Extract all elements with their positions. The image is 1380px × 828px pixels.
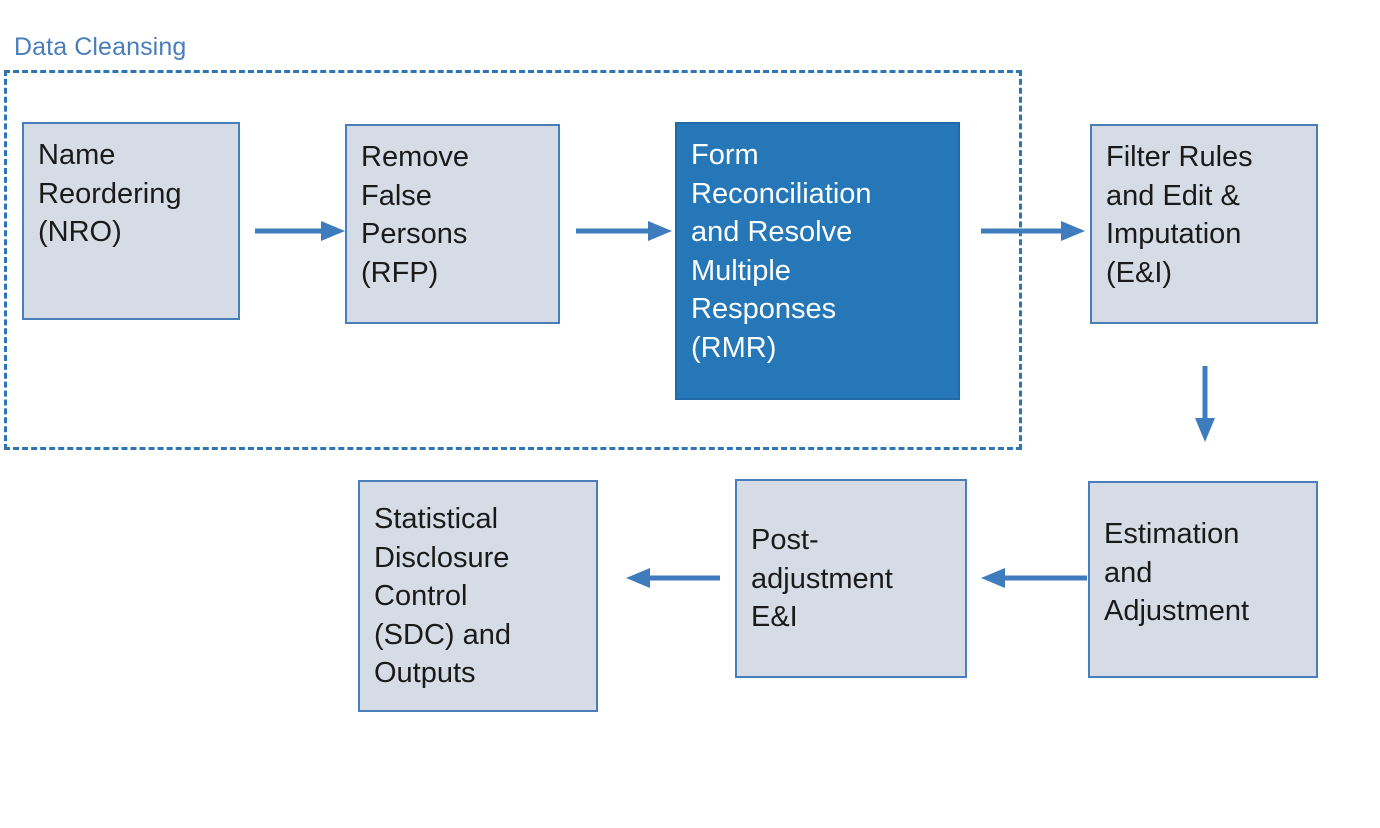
node-post-adjustment-ei[interactable]: Post- adjustment E&I: [735, 479, 967, 678]
arrow-rfp-to-rmr: [576, 219, 674, 243]
arrow-rmr-to-filter-rules: [981, 219, 1087, 243]
node-filter-rules-edit-imputation[interactable]: Filter Rules and Edit & Imputation (E&I): [1090, 124, 1318, 324]
arrow-estimation-to-post-adjustment: [973, 566, 1087, 590]
arrow-post-adjustment-to-sdc: [620, 566, 720, 590]
node-form-reconciliation-rmr[interactable]: Form Reconciliation and Resolve Multiple…: [675, 122, 960, 400]
node-statistical-disclosure-control[interactable]: Statistical Disclosure Control (SDC) and…: [358, 480, 598, 712]
group-box-data-cleansing: [4, 70, 1022, 450]
node-remove-false-persons[interactable]: Remove False Persons (RFP): [345, 124, 560, 324]
arrow-filter-rules-to-estimation: [1193, 366, 1217, 444]
arrow-nro-to-rfp: [255, 219, 347, 243]
node-name-reordering[interactable]: Name Reordering (NRO): [22, 122, 240, 320]
group-label-data-cleansing: Data Cleansing: [14, 33, 187, 61]
node-estimation-and-adjustment[interactable]: Estimation and Adjustment: [1088, 481, 1318, 678]
